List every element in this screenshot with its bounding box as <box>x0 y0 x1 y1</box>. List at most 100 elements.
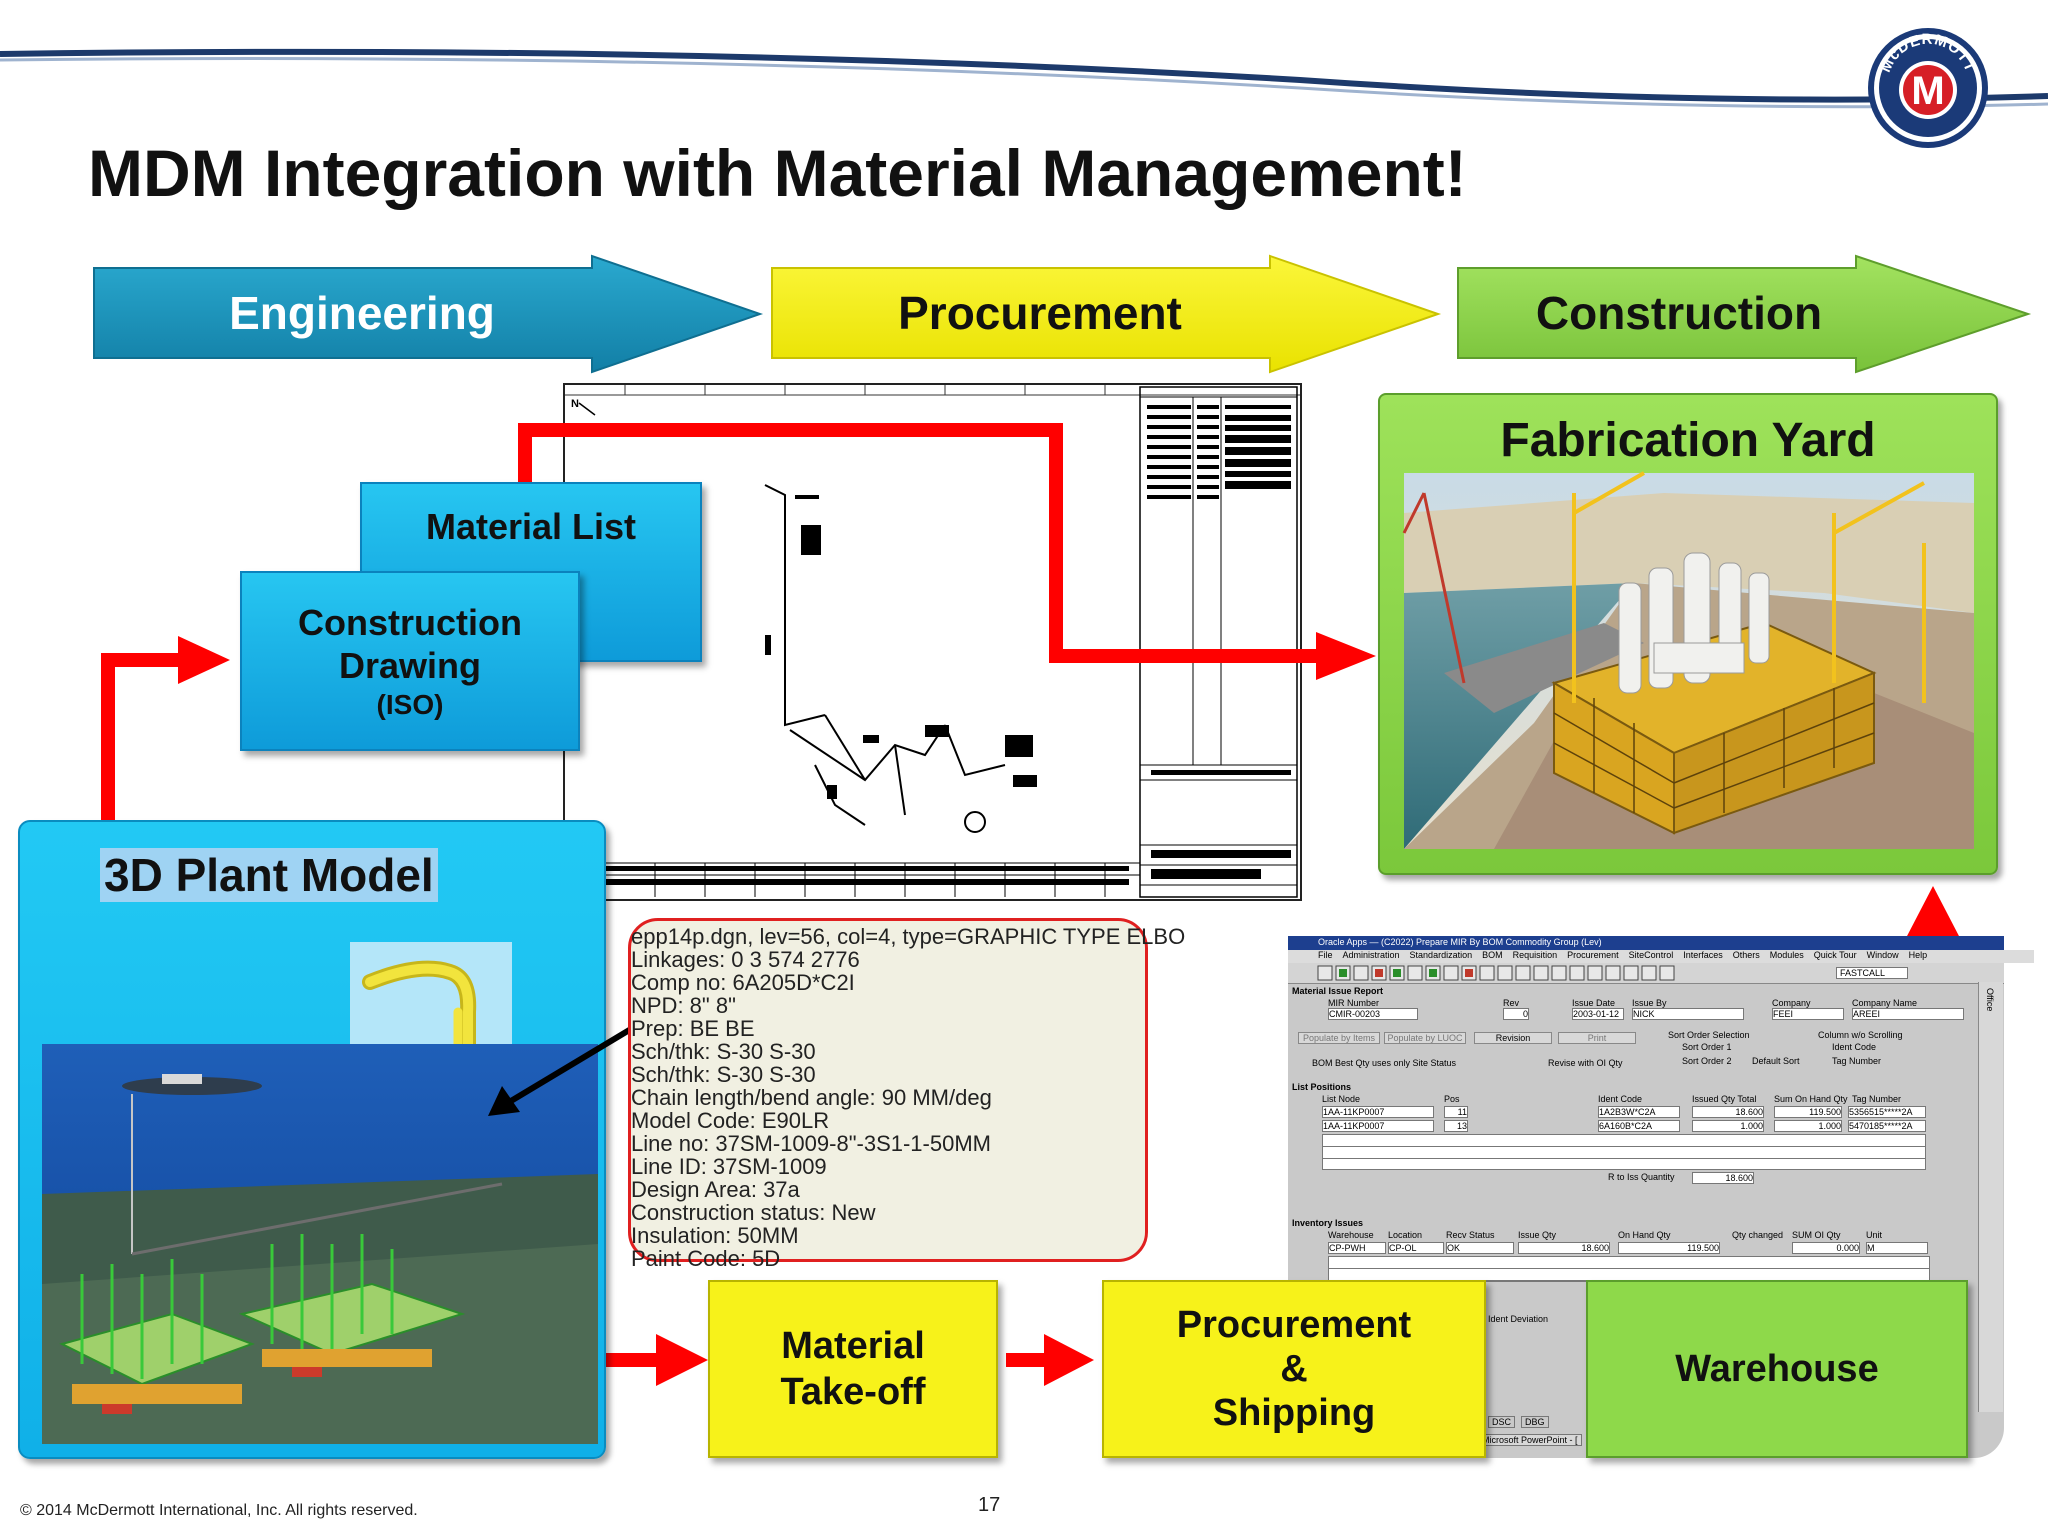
warehouse-box: Warehouse <box>1586 1280 1968 1458</box>
list-cell[interactable]: 1AA-11KP0007 <box>1322 1106 1434 1118</box>
erp-menu-item[interactable]: Administration <box>1342 950 1400 960</box>
mir-number-field[interactable]: CMIR-00203 <box>1328 1008 1418 1020</box>
issue-date-field[interactable]: 2003-01-12 <box>1572 1008 1624 1020</box>
mir-col-label: MIR Number <box>1328 998 1380 1008</box>
list-col-header: List Node <box>1322 1094 1361 1104</box>
inventory-col-header: Location <box>1388 1230 1423 1240</box>
status-item: DSC <box>1488 1416 1516 1428</box>
mir-col-label: Company Name <box>1852 998 1918 1008</box>
inventory-cell[interactable]: 18.600 <box>1518 1242 1610 1254</box>
inventory-cell[interactable]: CP-OL <box>1388 1242 1444 1254</box>
inventory-issues-label: Inventory Issues <box>1292 1218 1364 1228</box>
mir-col-label: Rev <box>1503 998 1520 1008</box>
inventory-cell[interactable]: M <box>1866 1242 1928 1254</box>
erp-menu-item[interactable]: Modules <box>1769 950 1804 960</box>
erp-menu-item[interactable]: Quick Tour <box>1813 950 1857 960</box>
inventory-cell[interactable]: 119.500 <box>1618 1242 1720 1254</box>
erp-menu-item[interactable]: Interfaces <box>1683 950 1723 960</box>
taskbar-item[interactable]: Microsoft PowerPoint - [ <box>1478 1434 1582 1446</box>
fabrication-yard-title: Fabrication Yard <box>1500 414 1876 467</box>
warehouse-label: Warehouse <box>1675 1347 1879 1390</box>
toolbar-icons[interactable] <box>1288 963 1808 983</box>
popup-line: Sch/thk: S-30 S-30 <box>631 1062 816 1087</box>
erp-menu-item[interactable]: Standardization <box>1409 950 1473 960</box>
erp-menu-item[interactable]: Requisition <box>1512 950 1558 960</box>
list-cell[interactable]: 1AA-11KP0007 <box>1322 1120 1434 1132</box>
table-row[interactable]: 1AA-11KP0007 11 1A2B3W*C2A 18.600 119.50… <box>1322 1106 1950 1118</box>
sort-order-group: Sort Order Selection Sort Order 1 Sort O… <box>1668 1030 1818 1074</box>
popup-line: Sch/thk: S-30 S-30 <box>631 1039 816 1064</box>
erp-menu-item[interactable]: SiteControl <box>1628 950 1674 960</box>
list-cell[interactable]: 6A160B*C2A <box>1598 1120 1680 1132</box>
material-list-label: Material List <box>425 506 637 547</box>
stage-construction: Construction <box>1535 287 1823 339</box>
sort-order-1-radio[interactable]: Sort Order 1 <box>1682 1042 1732 1052</box>
print-button[interactable]: Print <box>1558 1032 1636 1044</box>
list-cell[interactable]: 11 <box>1444 1106 1468 1118</box>
inventory-col-header: Unit <box>1866 1230 1883 1240</box>
tag-number-radio[interactable]: Tag Number <box>1832 1056 1882 1066</box>
erp-menu-bar: File Administration Standardization BOM … <box>1288 950 2034 963</box>
sort-order-label: Sort Order Selection <box>1668 1030 1750 1040</box>
bom-best-qty-checkbox[interactable]: BOM Best Qty uses only Site Status <box>1312 1058 1457 1068</box>
list-cell[interactable]: 5356515*****2A <box>1848 1106 1926 1118</box>
ident-code-radio[interactable]: Ident Code <box>1832 1042 1877 1052</box>
revise-oi-qty-checkbox[interactable]: Revise with OI Qty <box>1548 1058 1623 1068</box>
inventory-cell[interactable]: CP-PWH <box>1328 1242 1386 1254</box>
mir-col-label: Issue Date <box>1572 998 1616 1008</box>
revision-button[interactable]: Revision <box>1474 1032 1552 1044</box>
material-takeoff-box: Material Take-off <box>708 1280 998 1458</box>
erp-title-bar: Oracle Apps — (C2022) Prepare MIR By BOM… <box>1288 936 2004 950</box>
mir-rev-field[interactable]: 0 <box>1503 1008 1529 1020</box>
erp-window-title: Oracle Apps — (C2022) Prepare MIR By BOM… <box>1318 937 1602 947</box>
empty-inventory-rows[interactable] <box>1328 1256 1930 1282</box>
iss-quantity-value: 18.600 <box>1692 1172 1754 1184</box>
fastcall-field[interactable]: FASTCALL <box>1836 967 1908 979</box>
list-cell[interactable]: 119.500 <box>1774 1106 1842 1118</box>
list-cell[interactable]: 1.000 <box>1774 1120 1842 1132</box>
popup-line: Chain length/bend angle: 90 MM/deg <box>631 1085 992 1110</box>
default-sort-radio[interactable]: Default Sort <box>1752 1056 1800 1066</box>
populate-luoc-button[interactable]: Populate by LUOC <box>1384 1032 1466 1044</box>
popup-line: NPD: 8" 8" <box>631 993 736 1018</box>
populate-items-button[interactable]: Populate by Items <box>1298 1032 1380 1044</box>
iss-quantity-label: R to Iss Quantity <box>1608 1172 1675 1182</box>
column-scroll-label: Column w/o Scrolling <box>1818 1030 1903 1040</box>
company-field[interactable]: FEEI <box>1772 1008 1844 1020</box>
erp-menu-item[interactable]: Window <box>1866 950 1899 960</box>
erp-menu-item[interactable]: Help <box>1908 950 1928 960</box>
inventory-cell[interactable]: 0.000 <box>1792 1242 1860 1254</box>
sort-order-2-radio[interactable]: Sort Order 2 <box>1682 1056 1732 1066</box>
erp-menu-item[interactable]: File <box>1318 950 1333 960</box>
engineering-arrow <box>93 254 764 374</box>
erp-menu-item[interactable]: BOM <box>1482 950 1503 960</box>
popup-line: epp14p.dgn, lev=56, col=4, type=GRAPHIC … <box>631 924 1186 949</box>
company-name-field[interactable]: AREEI <box>1852 1008 1964 1020</box>
popup-line: Line no: 37SM-1009-8"-3S1-1-50MM <box>631 1131 991 1156</box>
issue-by-field[interactable]: NICK <box>1632 1008 1744 1020</box>
material-takeoff-line1: Material <box>781 1325 925 1367</box>
list-cell[interactable]: 18.600 <box>1692 1106 1764 1118</box>
erp-toolbar: FASTCALL <box>1288 963 2004 984</box>
inventory-col-header: Issue Qty <box>1518 1230 1557 1240</box>
list-cell[interactable]: 1.000 <box>1692 1120 1764 1132</box>
list-cell[interactable]: 5470185*****2A <box>1848 1120 1926 1132</box>
popup-line: Line ID: 37SM-1009 <box>631 1154 827 1179</box>
header-swoosh <box>0 48 2048 109</box>
erp-menu-item[interactable]: Procurement <box>1567 950 1619 960</box>
table-row[interactable]: CP-PWH CP-OL OK 18.600 119.500 0.000 M <box>1328 1242 1968 1254</box>
popup-line: Paint Code: 5D <box>631 1246 781 1271</box>
popup-line: Model Code: E90LR <box>631 1108 830 1133</box>
empty-table-rows[interactable] <box>1322 1134 1926 1170</box>
stage-engineering: Engineering <box>229 287 495 339</box>
inventory-col-header: On Hand Qty <box>1618 1230 1671 1240</box>
fabrication-yard-panel: Fabrication Yard <box>1378 393 1998 875</box>
inventory-cell[interactable]: OK <box>1446 1242 1514 1254</box>
construction-drawing-label: Construction Drawing <box>298 602 522 686</box>
list-cell[interactable]: 13 <box>1444 1120 1468 1132</box>
list-cell[interactable]: 1A2B3W*C2A <box>1598 1106 1680 1118</box>
erp-menu-item[interactable]: Others <box>1732 950 1760 960</box>
north-label: N <box>571 398 579 410</box>
table-row[interactable]: 1AA-11KP0007 13 6A160B*C2A 1.000 1.000 5… <box>1322 1120 1950 1132</box>
inventory-col-header: Warehouse <box>1328 1230 1374 1240</box>
